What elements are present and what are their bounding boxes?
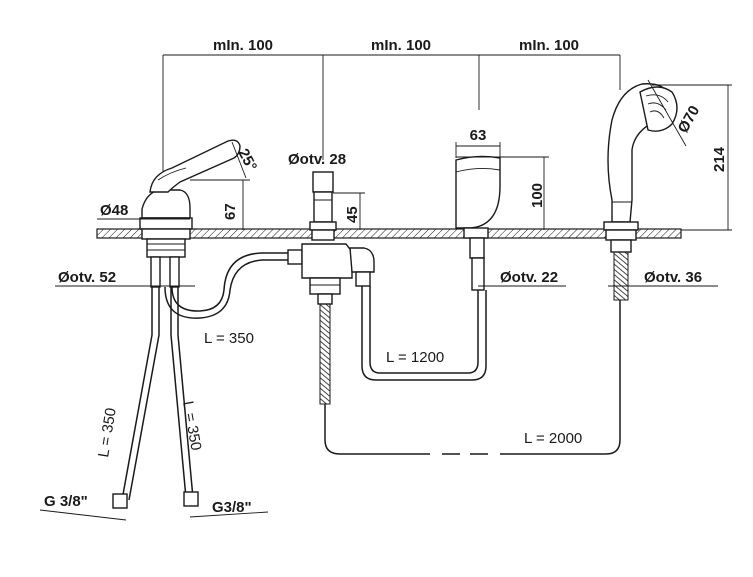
hole-22-dimension: Øotv. 22 — [478, 269, 566, 287]
shower-2000-length-label: L = 2000 — [524, 430, 582, 447]
loop-hose-350: L = 350 — [164, 249, 303, 347]
hand-shower: Ø70 214 — [603, 79, 732, 301]
hole-36-label: Øotv. 36 — [644, 269, 702, 286]
height-100-label: 100 — [529, 183, 546, 208]
spacing-dimension: mIn. 100 mIn. 100 mIn. 100 — [162, 37, 621, 180]
height-45-label: 45 — [344, 206, 361, 223]
deck-surface — [96, 228, 682, 239]
thread-left-label: G 3/8" — [44, 493, 88, 510]
shower-hose-2000: L = 2000 — [324, 300, 621, 455]
bath-spout: 63 100 — [455, 127, 549, 291]
diameter-48-label: Ø48 — [100, 202, 128, 219]
hose-1200: L = 1200 — [361, 286, 487, 381]
supply-left-length-label: L = 350 — [95, 407, 120, 459]
supply-hoses: L = 350 L = 350 — [95, 287, 204, 509]
loop-350-length-label: L = 350 — [204, 330, 254, 347]
lever-mixer — [139, 139, 241, 288]
spacing-right-label: mIn. 100 — [519, 37, 579, 54]
diameter-70-label: Ø70 — [675, 103, 704, 136]
thread-dimensions: G 3/8" G3/8" — [39, 493, 269, 521]
hole-52-label: Øotv. 52 — [58, 269, 116, 286]
diverter-valve — [301, 171, 375, 405]
height-67-label: 67 — [222, 203, 239, 220]
height-214-label: 214 — [711, 146, 728, 172]
supply-right-length-label: L = 350 — [179, 400, 204, 452]
hole-28-label: Øotv. 28 — [288, 151, 346, 168]
hole-22-label: Øotv. 22 — [500, 269, 558, 286]
spacing-left-label: mIn. 100 — [213, 37, 273, 54]
loop-1200-length-label: L = 1200 — [386, 349, 444, 366]
hole-52-dimension: Øotv. 52 — [55, 269, 195, 287]
diameter-48-dimension: Ø48 — [97, 202, 190, 220]
hole-36-dimension: Øotv. 36 — [608, 269, 718, 287]
thread-right-label: G3/8" — [212, 499, 252, 516]
width-63-label: 63 — [470, 127, 487, 144]
spacing-middle-label: mIn. 100 — [371, 37, 431, 54]
diverter-dimensions: Øotv. 28 45 — [288, 151, 365, 230]
